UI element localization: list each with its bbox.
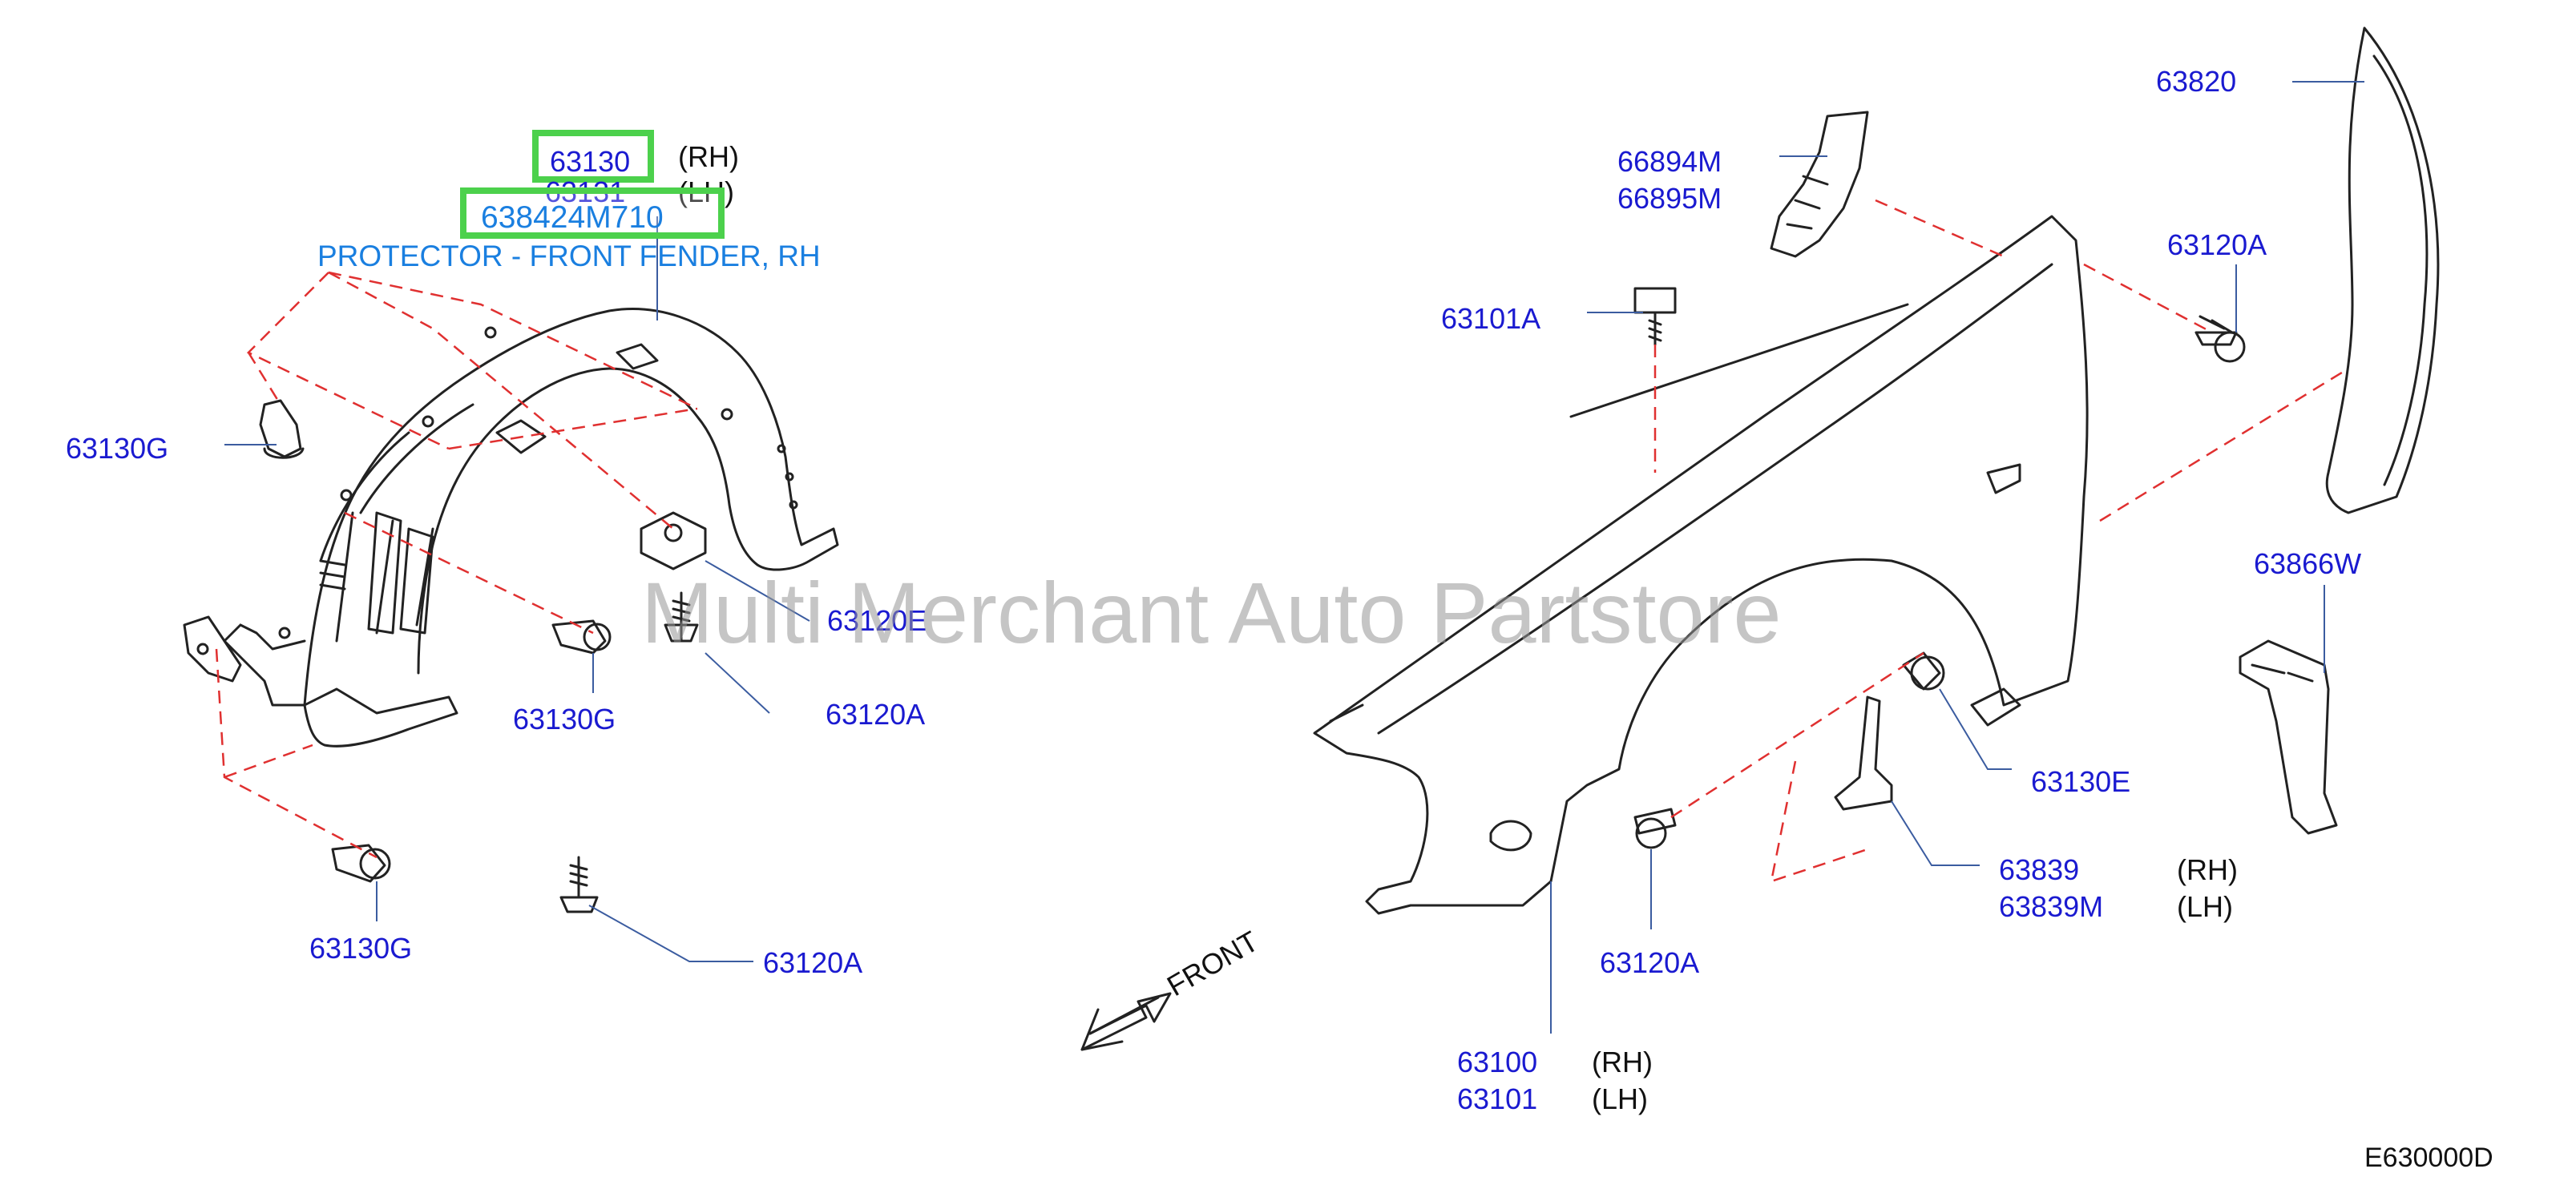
part-number-63120A-right2[interactable]: 63120A bbox=[1600, 946, 1700, 979]
bolt-63101A bbox=[1633, 287, 1677, 346]
screw-63120A-left1 bbox=[664, 591, 699, 643]
part-number-63130[interactable]: 63130 bbox=[550, 145, 631, 178]
insulator-66894M-drawing bbox=[1770, 111, 1869, 258]
part-number-66895M[interactable]: 66895M bbox=[1617, 182, 1722, 215]
side-label-rh-63130: (RH) bbox=[678, 140, 739, 173]
mud-guard-63820-drawing bbox=[2325, 26, 2440, 514]
front-fender-drawing bbox=[1313, 215, 2089, 915]
front-arrow bbox=[1080, 992, 1172, 1051]
clip-63130G-top bbox=[259, 399, 305, 459]
part-number-63839M[interactable]: 63839M bbox=[1999, 890, 2104, 923]
part-number-63120A-left2[interactable]: 63120A bbox=[763, 946, 863, 979]
screw-63120A-left2 bbox=[559, 856, 599, 913]
part-number-63130G-top[interactable]: 63130G bbox=[66, 432, 169, 465]
highlight-63130[interactable]: 63130 bbox=[532, 130, 654, 183]
clip-63130G-mid bbox=[551, 619, 612, 655]
dashed-guides bbox=[215, 199, 2349, 883]
protector-description: PROTECTOR - FRONT FENDER, RH bbox=[317, 240, 821, 272]
bracket-63866W-drawing bbox=[2239, 639, 2338, 835]
part-number-63120E-left[interactable]: 63120E bbox=[827, 604, 927, 637]
diagram-code: E630000D bbox=[2364, 1143, 2493, 1173]
side-label-lh-63839M: (LH) bbox=[2177, 890, 2233, 923]
part-number-63130G-bottom[interactable]: 63130G bbox=[309, 932, 413, 965]
stay-63839-drawing bbox=[1834, 695, 1893, 811]
fender-protector-drawing bbox=[183, 308, 839, 748]
part-number-638424M710[interactable]: 638424M710 bbox=[481, 200, 664, 235]
part-number-63120A-left1[interactable]: 63120A bbox=[826, 698, 926, 731]
part-number-63866W[interactable]: 63866W bbox=[2254, 547, 2362, 580]
part-number-63820[interactable]: 63820 bbox=[2156, 65, 2237, 98]
part-number-63130G-mid[interactable]: 63130G bbox=[513, 703, 616, 736]
screw-63120A-right2 bbox=[1633, 808, 1677, 849]
part-number-63839[interactable]: 63839 bbox=[1999, 853, 2080, 886]
grommet-63130E-right bbox=[1902, 651, 1945, 691]
highlight-638424M710[interactable]: 638424M710 bbox=[460, 187, 725, 239]
watermark: Multi Merchant Auto Partstore bbox=[641, 564, 1782, 661]
part-number-63100[interactable]: 63100 bbox=[1457, 1046, 1538, 1078]
clip-63130G-bottom bbox=[331, 844, 391, 883]
leader-lines bbox=[224, 81, 2364, 1034]
part-number-63130E-right[interactable]: 63130E bbox=[2031, 765, 2131, 798]
nut-63120E-left bbox=[640, 511, 707, 570]
side-label-rh-63839: (RH) bbox=[2177, 853, 2238, 886]
part-number-63120A-right1[interactable]: 63120A bbox=[2167, 228, 2267, 261]
part-number-63101A[interactable]: 63101A bbox=[1441, 302, 1541, 335]
part-number-66894M[interactable]: 66894M bbox=[1617, 145, 1722, 178]
screw-63120A-right1 bbox=[2194, 315, 2246, 363]
side-label-rh-63100: (RH) bbox=[1592, 1046, 1653, 1078]
side-label-lh-63101: (LH) bbox=[1592, 1082, 1648, 1115]
part-number-63101[interactable]: 63101 bbox=[1457, 1082, 1538, 1115]
